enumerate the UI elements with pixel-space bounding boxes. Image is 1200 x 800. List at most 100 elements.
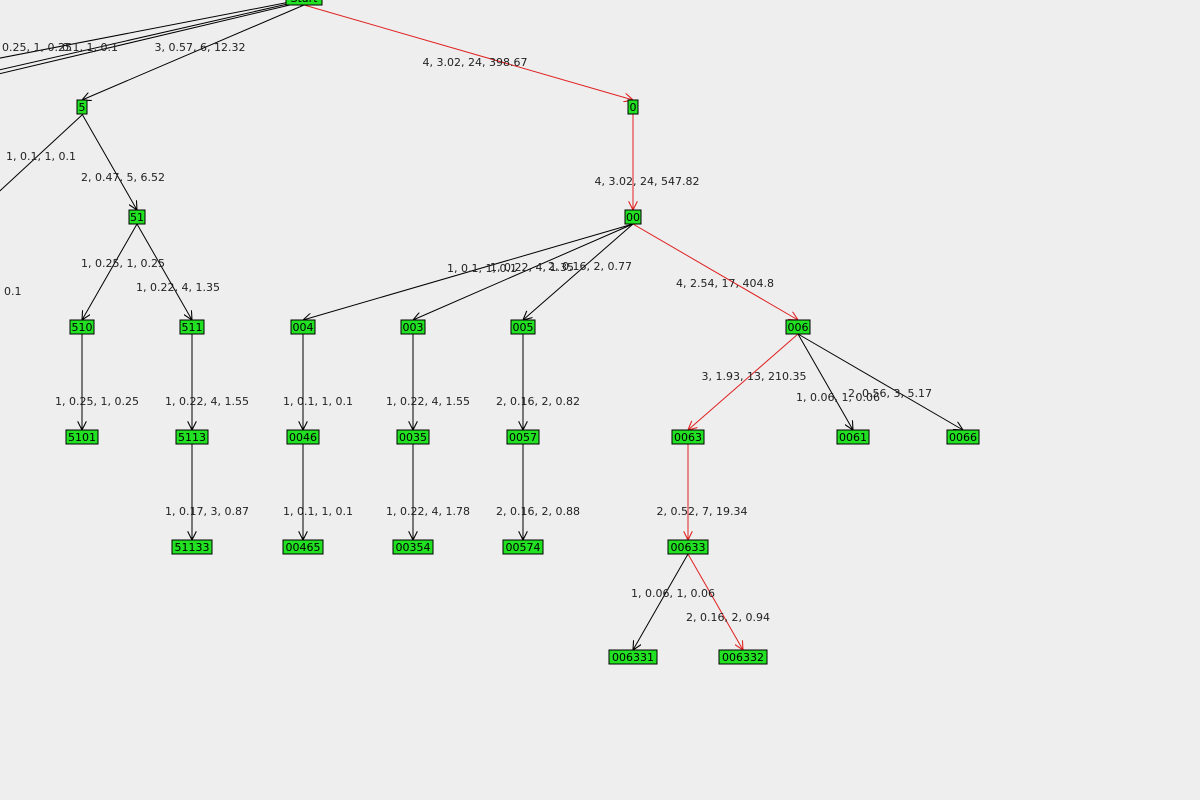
edge-n51-n511: [136, 223, 192, 320]
node-n006332[interactable]: 006332: [718, 649, 768, 665]
node-label: 0063: [674, 431, 702, 444]
node-box: [128, 209, 146, 225]
edge-label: 1, 0.22, 4, 1.78: [386, 505, 470, 518]
node-n0035[interactable]: 0035: [396, 429, 430, 445]
node-label: 0057: [509, 431, 537, 444]
node-label: 5113: [178, 431, 206, 444]
edge-n00-n006: [632, 223, 798, 320]
node-label: 003: [403, 321, 424, 334]
node-n0046[interactable]: 0046: [286, 429, 320, 445]
node-label: Start: [291, 0, 319, 5]
offscreen-edge-label: 0.1, 1, 0.1: [62, 41, 118, 54]
node-n00633[interactable]: 00633: [667, 539, 709, 555]
node-n003[interactable]: 003: [400, 319, 426, 335]
node-n511[interactable]: 511: [179, 319, 205, 335]
offscreen-edge-label: 1, 0.1, 1, 0.1: [6, 150, 76, 163]
node-box: [627, 99, 639, 115]
edge-n00633-n006331: [633, 553, 689, 650]
node-box: [396, 429, 430, 445]
edge-label: 1, 0.22, 4, 1.35: [490, 261, 574, 274]
node-box: [76, 99, 88, 115]
node-label: 00: [626, 211, 640, 224]
node-label: 51133: [175, 541, 210, 554]
node-n0057[interactable]: 0057: [506, 429, 540, 445]
edge-label: 3, 1.93, 13, 210.35: [702, 370, 807, 383]
node-n51133[interactable]: 51133: [171, 539, 213, 555]
node-label: 5: [79, 101, 86, 114]
node-n5101[interactable]: 5101: [65, 429, 99, 445]
node-label: 5101: [68, 431, 96, 444]
edge-start-n0: [303, 4, 633, 100]
node-label: 511: [182, 321, 203, 334]
node-label: 00465: [286, 541, 321, 554]
edge-n00-n003: [413, 223, 634, 320]
node-n004[interactable]: 004: [290, 319, 316, 335]
edge-n006-n0066: [797, 333, 963, 430]
edge-label: 2, 0.16, 2, 0.94: [686, 611, 770, 624]
node-label: 0035: [399, 431, 427, 444]
edge-label: 2, 0.16, 2, 0.82: [496, 395, 580, 408]
edge-label: 1, 0.22, 4, 1.55: [386, 395, 470, 408]
node-n0061[interactable]: 0061: [836, 429, 870, 445]
node-box: [667, 539, 709, 555]
edge-label: 1, 0.22, 4, 1.55: [165, 395, 249, 408]
node-n510[interactable]: 510: [69, 319, 95, 335]
node-label: 510: [72, 321, 93, 334]
edge-label: 4, 2.54, 17, 404.8: [676, 277, 774, 290]
node-n0066[interactable]: 0066: [946, 429, 980, 445]
node-box: [171, 539, 213, 555]
node-box: [946, 429, 980, 445]
node-box: [718, 649, 768, 665]
node-n5[interactable]: 5: [76, 99, 88, 115]
edge-n00-n004: [303, 223, 634, 320]
edge-label: 1, 0.25, 1, 0.25: [81, 257, 165, 270]
edge-n00-n005: [523, 223, 634, 320]
node-n00465[interactable]: 00465: [282, 539, 324, 555]
node-label: 005: [513, 321, 534, 334]
edge-label: 1, 0.17, 3, 0.87: [165, 505, 249, 518]
edge-label: 1, 0.06, 1, 0.06: [631, 587, 715, 600]
edge-n51-n510: [82, 223, 138, 320]
node-box: [290, 319, 316, 335]
node-n0063[interactable]: 0063: [671, 429, 705, 445]
node-box: [785, 319, 811, 335]
edge-label: 4, 3.02, 24, 547.82: [595, 175, 700, 188]
edge-labels-layer: 3, 0.57, 6, 12.324, 3.02, 24, 398.674, 3…: [55, 41, 932, 624]
node-n00[interactable]: 00: [624, 209, 642, 225]
node-box: [175, 429, 209, 445]
offscreen-edge-labels: 1, 0.1, 1, 0.1 0.1 0.25, 1, 0.25 0.1, 1,…: [2, 41, 118, 298]
node-n0[interactable]: 0: [627, 99, 639, 115]
node-start[interactable]: Start: [285, 0, 323, 6]
edge-label: 1, 0.1, 1, 0.1: [283, 395, 353, 408]
node-box: [510, 319, 536, 335]
edge-label: 2, 0.56, 3, 5.17: [848, 387, 932, 400]
node-box: [671, 429, 705, 445]
edge-label: 2, 0.16, 2, 0.88: [496, 505, 580, 518]
node-label: 00354: [396, 541, 431, 554]
node-label: 51: [130, 211, 144, 224]
node-label: 0066: [949, 431, 977, 444]
edge-label: 2, 0.47, 5, 6.52: [81, 171, 165, 184]
node-box: [608, 649, 658, 665]
node-label: 0061: [839, 431, 867, 444]
node-label: 006332: [722, 651, 764, 664]
edge-label: 1, 0.06, 1, 0.06: [796, 391, 880, 404]
node-n005[interactable]: 005: [510, 319, 536, 335]
edge-n006-n0061: [797, 333, 853, 430]
edge-label: 1, 0.22, 4, 1.35: [136, 281, 220, 294]
node-n00574[interactable]: 00574: [502, 539, 544, 555]
edge-start-n5: [82, 4, 305, 100]
node-box: [69, 319, 95, 335]
node-n006[interactable]: 006: [785, 319, 811, 335]
node-box: [624, 209, 642, 225]
node-n00354[interactable]: 00354: [392, 539, 434, 555]
edge-label: 1, 0.1, 1, 0.1: [283, 505, 353, 518]
node-label: 0046: [289, 431, 317, 444]
node-label: 006331: [612, 651, 654, 664]
edges-layer: [82, 4, 963, 650]
node-n5113[interactable]: 5113: [175, 429, 209, 445]
node-n006331[interactable]: 006331: [608, 649, 658, 665]
node-n51[interactable]: 51: [128, 209, 146, 225]
edge-label: 4, 3.02, 24, 398.67: [423, 56, 528, 69]
